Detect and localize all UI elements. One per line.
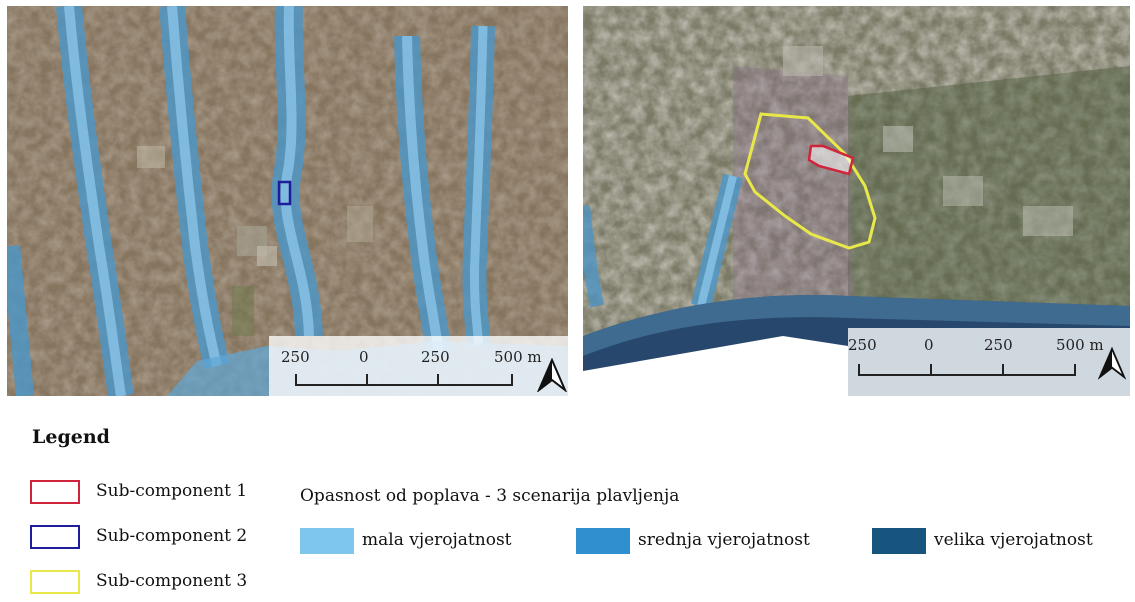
scalebar-right: 250 0 250 500 m xyxy=(848,328,1130,396)
sub-component-3-outline[interactable] xyxy=(743,112,877,250)
aerial-image-left xyxy=(7,6,568,396)
map-left[interactable]: 250 0 250 500 m xyxy=(7,6,568,396)
flood-label: mala vjerojatnost xyxy=(362,530,512,550)
north-arrow-icon xyxy=(1098,346,1126,380)
flood-label: velika vjerojatnost xyxy=(934,530,1093,550)
flood-label: srednja vjerojatnost xyxy=(638,530,810,550)
flood-swatch xyxy=(576,528,630,554)
legend-label: Sub-component 2 xyxy=(96,526,248,546)
legend-title: Legend xyxy=(32,426,110,448)
scale-label: 0 xyxy=(359,348,369,366)
flood-swatch xyxy=(300,528,354,554)
map-right[interactable]: 250 0 250 500 m xyxy=(583,6,1130,396)
scale-line xyxy=(858,374,1076,376)
scale-label: 500 m xyxy=(494,348,542,366)
scale-label: 250 xyxy=(421,348,450,366)
legend-swatch xyxy=(30,525,80,549)
scale-label: 500 m xyxy=(1056,336,1104,354)
scalebar-left: 250 0 250 500 m xyxy=(269,336,568,396)
flood-swatch xyxy=(872,528,926,554)
sub-component-1-outline[interactable] xyxy=(807,144,855,176)
legend-label: Sub-component 1 xyxy=(96,481,248,501)
north-arrow-icon xyxy=(537,358,567,392)
scale-label: 250 xyxy=(281,348,310,366)
legend-label: Sub-component 3 xyxy=(96,571,248,591)
legend-swatch xyxy=(30,480,80,504)
sub-component-2-marker[interactable] xyxy=(277,180,292,206)
legend-swatch xyxy=(30,570,80,594)
scale-label: 250 xyxy=(848,336,877,354)
scale-label: 250 xyxy=(984,336,1013,354)
flood-hazard-title: Opasnost od poplava - 3 scenarija plavlj… xyxy=(300,486,680,506)
scale-label: 0 xyxy=(924,336,934,354)
scale-line xyxy=(295,384,513,386)
